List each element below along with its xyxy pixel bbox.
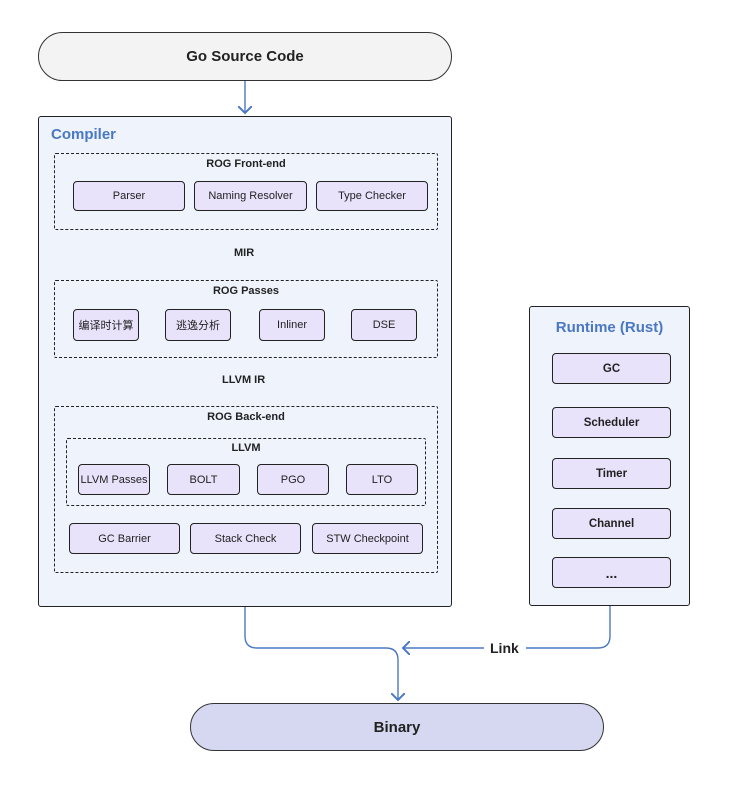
llvm-title: LLVM — [231, 442, 261, 454]
backend-group: ROG Back-end — [54, 406, 438, 573]
bolt-label: BOLT — [189, 473, 218, 486]
source-label: Go Source Code — [186, 48, 304, 65]
runtime-gc-label: GC — [602, 362, 621, 375]
source-node: Go Source Code — [38, 32, 452, 81]
runtime-gc-box: GC — [552, 353, 671, 384]
parser-box: Parser — [73, 181, 185, 211]
naming-resolver-box: Naming Resolver — [194, 181, 307, 211]
bolt-box: BOLT — [167, 464, 240, 495]
frontend-group: ROG Front-end — [54, 153, 438, 230]
runtime-scheduler-label: Scheduler — [583, 416, 640, 429]
compile-time-eval-box: 编译时计算 — [73, 309, 139, 341]
compile-time-eval-label: 编译时计算 — [78, 320, 134, 332]
inliner-label: Inliner — [277, 319, 307, 331]
mir-label: MIR — [231, 247, 258, 259]
frontend-title: ROG Front-end — [206, 158, 286, 170]
runtime-channel-box: Channel — [552, 508, 671, 539]
lto-box: LTO — [346, 464, 418, 495]
lto-label: LTO — [371, 473, 393, 486]
passes-title: ROG Passes — [212, 285, 280, 297]
type-checker-label: Type Checker — [338, 190, 406, 202]
stack-check-label: Stack Check — [214, 532, 277, 545]
llvm-passes-label: LLVM Passes — [80, 473, 148, 486]
binary-node: Binary — [190, 703, 604, 751]
pgo-box: PGO — [257, 464, 329, 495]
naming-resolver-label: Naming Resolver — [208, 190, 293, 202]
runtime-more-box: ... — [552, 557, 671, 588]
gc-barrier-box: GC Barrier — [69, 523, 180, 554]
arrow-compiler-to-binary — [244, 607, 398, 700]
runtime-timer-label: Timer — [595, 467, 628, 480]
stw-checkpoint-label: STW Checkpoint — [326, 532, 409, 545]
escape-analysis-box: 逃逸分析 — [165, 309, 231, 341]
runtime-timer-box: Timer — [552, 458, 671, 489]
llvm-passes-box: LLVM Passes — [78, 464, 150, 495]
pgo-label: PGO — [280, 473, 306, 486]
compiler-title: Compiler — [51, 126, 117, 143]
backend-title: ROG Back-end — [207, 411, 285, 423]
llvm-ir-label: LLVM IR — [219, 374, 269, 386]
gc-barrier-label: GC Barrier — [98, 532, 151, 545]
binary-label: Binary — [373, 718, 421, 736]
runtime-more-label: ... — [605, 564, 618, 581]
dse-box: DSE — [351, 309, 417, 341]
stack-check-box: Stack Check — [190, 523, 301, 554]
runtime-title: Runtime (Rust) — [555, 319, 664, 336]
runtime-channel-label: Channel — [588, 517, 635, 530]
passes-group: ROG Passes — [54, 280, 438, 358]
arrow-runtime-to-link — [526, 606, 611, 649]
type-checker-box: Type Checker — [316, 181, 428, 211]
inliner-box: Inliner — [259, 309, 325, 341]
dse-label: DSE — [372, 319, 396, 331]
parser-label: Parser — [112, 190, 146, 202]
runtime-scheduler-box: Scheduler — [552, 407, 671, 438]
link-label: Link — [488, 640, 521, 656]
stw-checkpoint-box: STW Checkpoint — [312, 523, 423, 554]
escape-analysis-label: 逃逸分析 — [176, 320, 220, 332]
llvm-group: LLVM — [66, 438, 426, 506]
